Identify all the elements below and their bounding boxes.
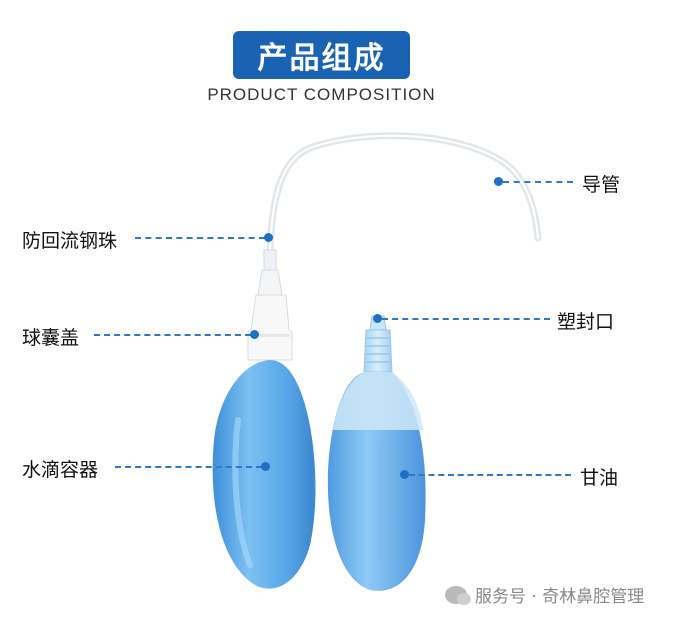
check-ball-dot (264, 233, 273, 242)
water-container-leader (115, 466, 262, 468)
sealed-tip-leader (382, 318, 550, 320)
page-subtitle: PRODUCT COMPOSITION (207, 85, 436, 104)
label-sealed-tip: 塑封口 (557, 311, 615, 333)
nozzle-taper (257, 269, 283, 296)
water-container-dot (261, 462, 270, 471)
check-ball-leader (135, 237, 265, 239)
page-title: 产品组成 (233, 31, 410, 79)
wechat-icon (445, 585, 471, 605)
water-drop-bulb (212, 360, 316, 589)
label-check-ball: 防回流钢珠 (22, 230, 118, 252)
bulb-cap (247, 294, 293, 361)
watermark-text: 服务号 · 奇林鼻腔管理 (475, 587, 645, 607)
bulb-cap-dot (250, 330, 259, 339)
label-catheter: 导管 (582, 174, 621, 196)
glycerin-leader (409, 474, 571, 476)
glycerin-dot (400, 470, 409, 479)
label-water-container: 水滴容器 (22, 459, 99, 481)
catheter-dot (494, 177, 503, 186)
watermark: 服务号 · 奇林鼻腔管理 (445, 582, 644, 607)
catheter-leader (503, 181, 573, 183)
catheter-tube (266, 132, 542, 254)
nozzle (263, 249, 277, 271)
bottle-neck (363, 329, 393, 373)
bulb-cap-leader (94, 334, 251, 336)
sealed-tip-dot (373, 314, 382, 323)
label-bulb-cap: 球囊盖 (22, 327, 80, 349)
label-glycerin: 甘油 (580, 467, 619, 489)
